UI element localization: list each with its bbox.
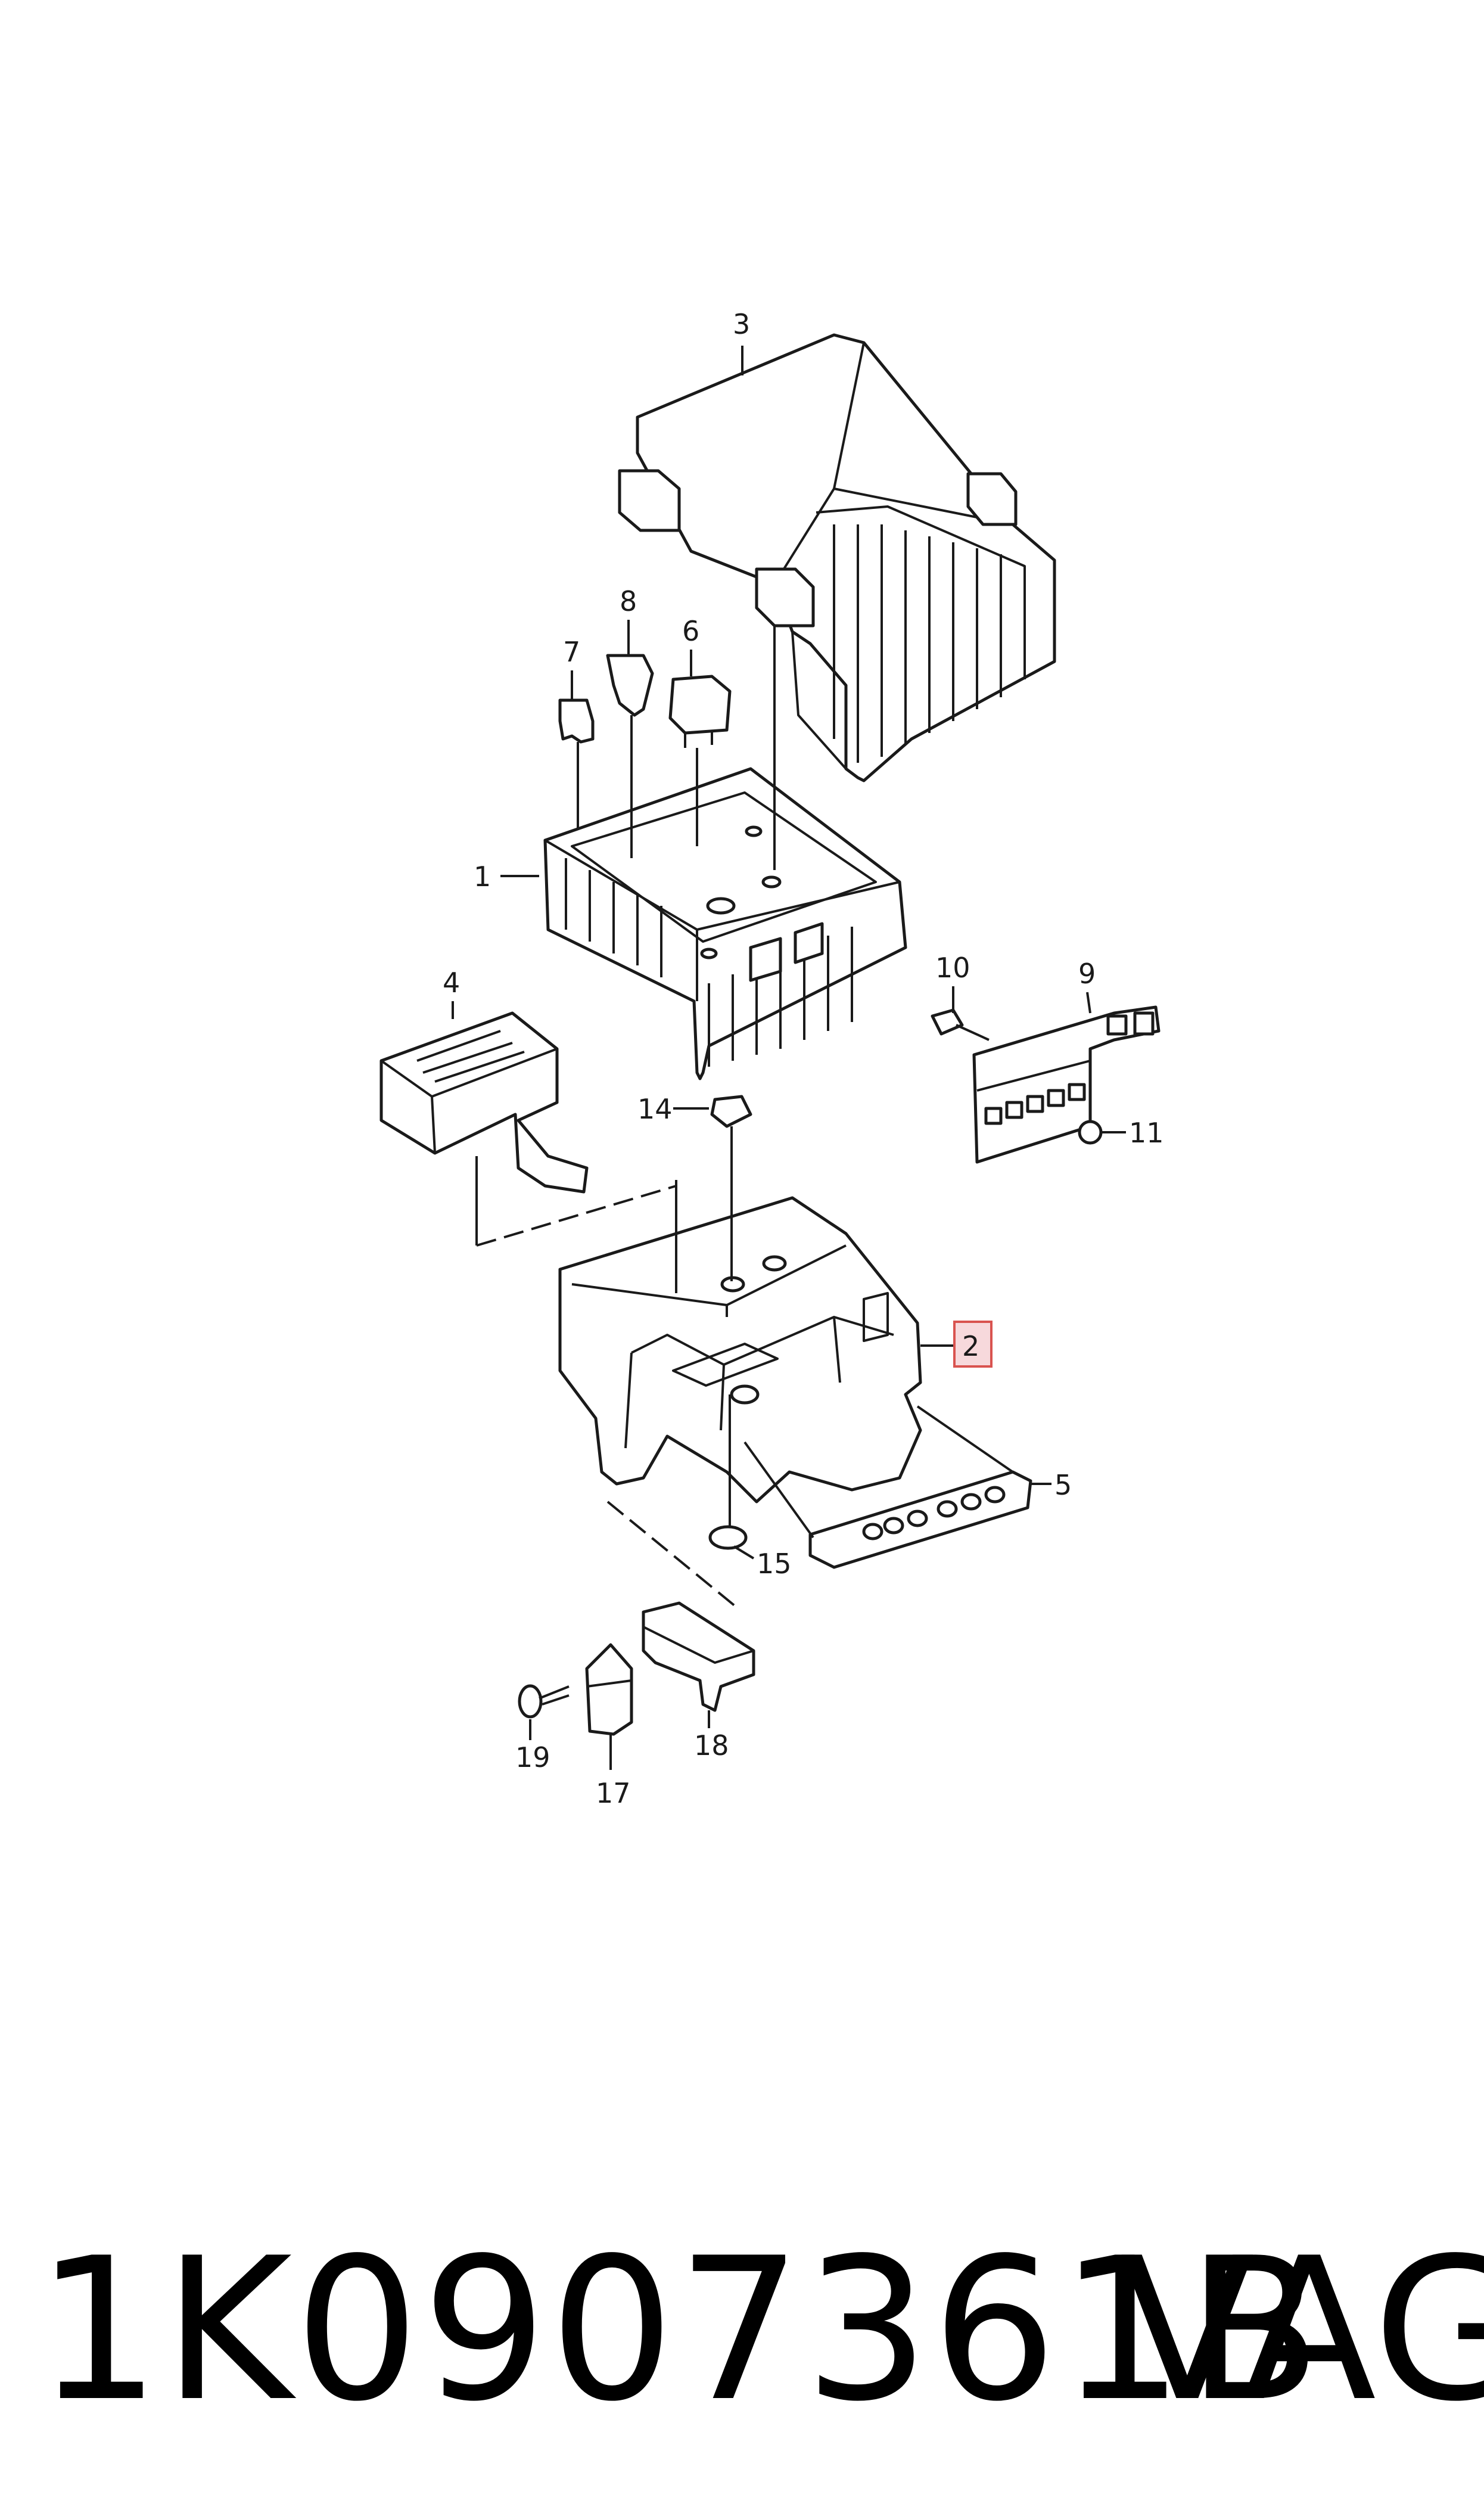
callout-18: 18 [694,1729,729,1762]
part-4-cover-box [379,1011,589,1194]
part-10-bolt [931,1008,990,1041]
callout-10: 10 [935,952,970,984]
callout-8: 8 [620,585,637,617]
part-number: 1K0907361B [36,2216,1324,2445]
part-8-fuse [606,654,654,717]
part-3-cover [618,333,1056,782]
exploded-parts-diagram: 3 1 8 6 7 4 14 10 9 11 2 5 15 18 19 17 [379,308,1164,1809]
part-11-nut [1078,1120,1103,1145]
assembly-lines [476,1185,740,1610]
part-9-bus-bar [972,1005,1161,1164]
leader-lines [452,346,1126,1770]
callout-1: 1 [474,861,491,893]
callout-4: 4 [443,967,460,999]
part-6-relay [668,675,732,748]
part-2-bracket [558,1196,922,1504]
callout-2: 2 [962,1330,979,1362]
part-14-nut [710,1095,752,1128]
callout-11: 11 [1129,1117,1164,1149]
part-7-fuse [558,698,595,744]
callout-labels: 3 1 8 6 7 4 14 10 9 11 2 5 15 18 19 17 [443,308,1164,1809]
callout-7: 7 [563,636,580,668]
part-1-fuse-box-base [543,767,907,1080]
footer: 1K0907361B VAG [0,2205,1484,2455]
part-15-washer [708,1525,748,1550]
brand-name: VAG [1120,2216,1484,2445]
callout-5: 5 [1054,1469,1072,1501]
callout-14: 14 [637,1093,673,1125]
callout-15: 15 [757,1548,792,1580]
part-18-holder [642,1601,755,1712]
callout-9: 9 [1078,958,1096,990]
callout-17: 17 [596,1777,631,1809]
part-17-relay [585,1643,633,1736]
callout-3: 3 [733,308,750,340]
callout-19: 19 [515,1741,550,1773]
callout-2-highlight [953,1321,993,1368]
callout-6: 6 [682,615,699,647]
part-19-screw [518,1684,570,1719]
